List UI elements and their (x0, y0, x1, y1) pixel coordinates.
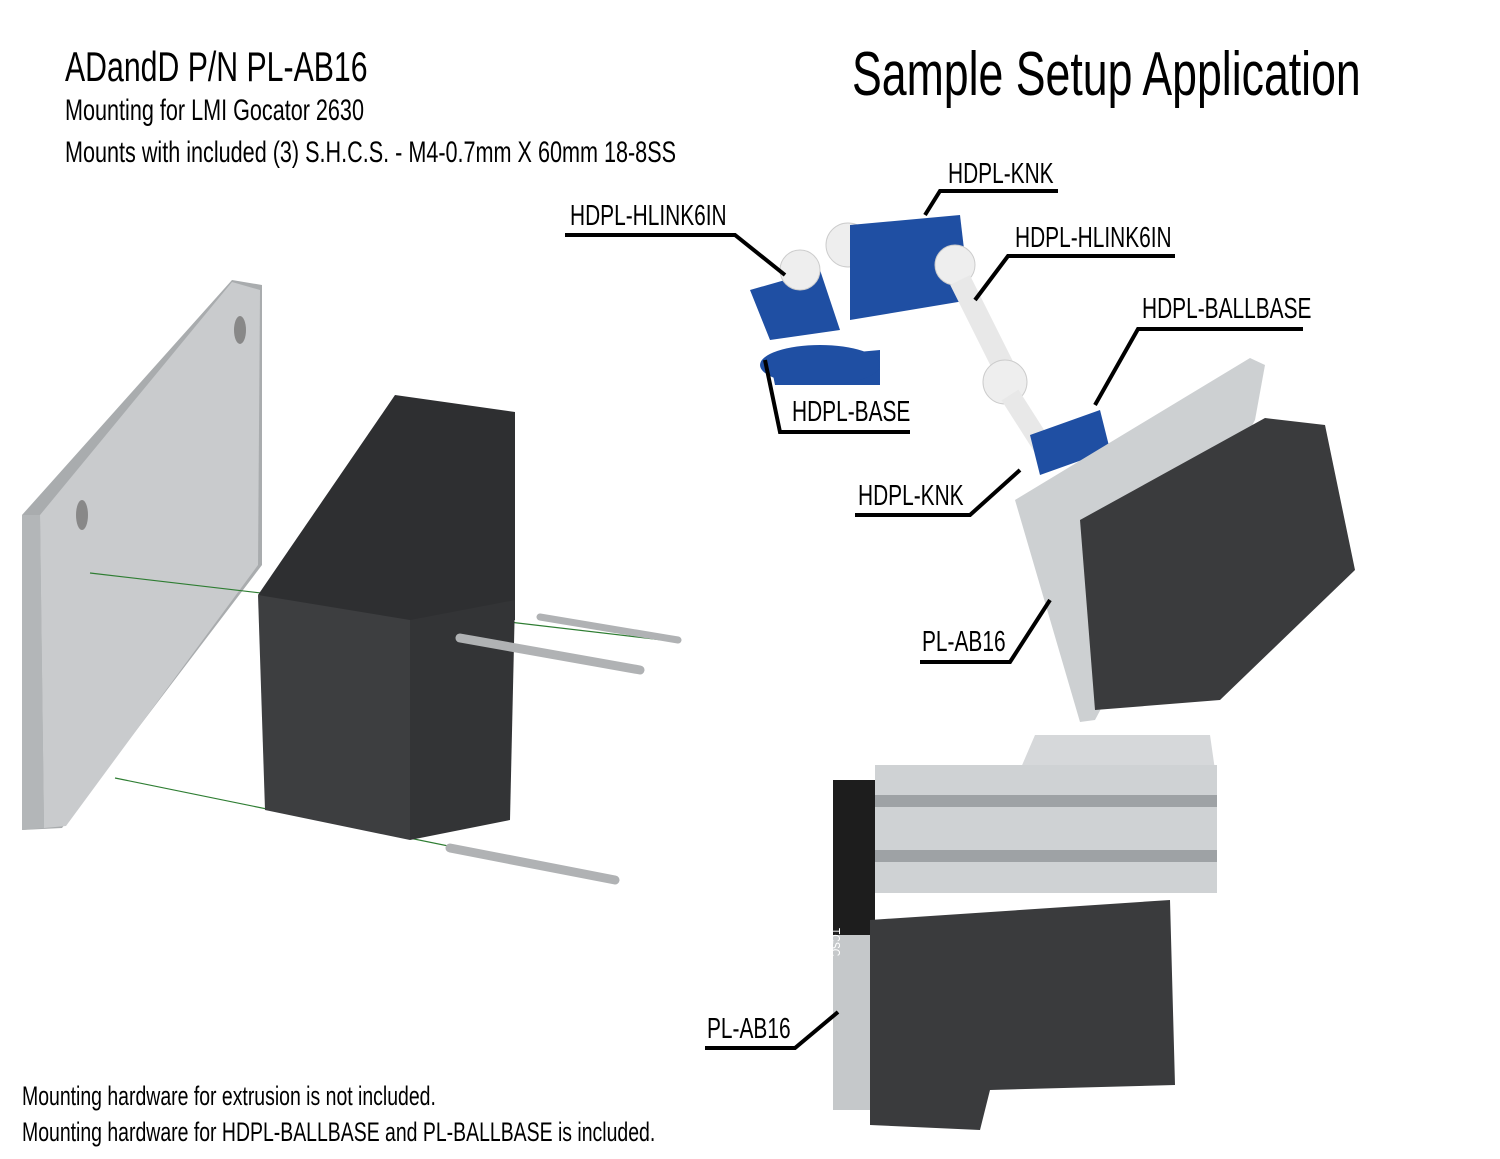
callout-hdpl-ballbase: HDPL-BALLBASE (1142, 293, 1312, 325)
callout-hdpl-base: HDPL-BASE (792, 396, 911, 428)
hardware-line: Mounts with included (3) S.H.C.S. - M4-0… (65, 136, 677, 169)
note-ballbase-hardware: Mounting hardware for HDPL-BALLBASE and … (22, 1117, 656, 1147)
callout-hdpl-knk-lower: HDPL-KNK (858, 480, 964, 512)
callout-leaders (565, 189, 1303, 1050)
callout-hdpl-hlink6in-left: HDPL-HLINK6IN (570, 200, 727, 232)
extrusion-plate-text: TCSC (828, 928, 843, 957)
sample-setup-heading: Sample Setup Application (852, 40, 1361, 109)
mounting-plate-exploded (22, 280, 262, 830)
callout-pl-ab16-arm: PL-AB16 (922, 626, 1006, 658)
subtitle: Mounting for LMI Gocator 2630 (65, 94, 364, 127)
note-extrusion-hardware: Mounting hardware for extrusion is not i… (22, 1081, 436, 1111)
articulating-arm (750, 215, 1110, 475)
part-number-title: ADandD P/N PL-AB16 (65, 43, 368, 90)
extrusion-mount (833, 735, 1217, 1130)
callout-hdpl-knk-top: HDPL-KNK (948, 158, 1054, 190)
screws-exploded (445, 613, 682, 885)
callout-pl-ab16-extrusion: PL-AB16 (707, 1013, 791, 1045)
gocator-sensor-exploded (258, 395, 515, 840)
sensor-on-arm (1015, 358, 1355, 722)
callout-hdpl-hlink6in-right: HDPL-HLINK6IN (1015, 222, 1172, 254)
